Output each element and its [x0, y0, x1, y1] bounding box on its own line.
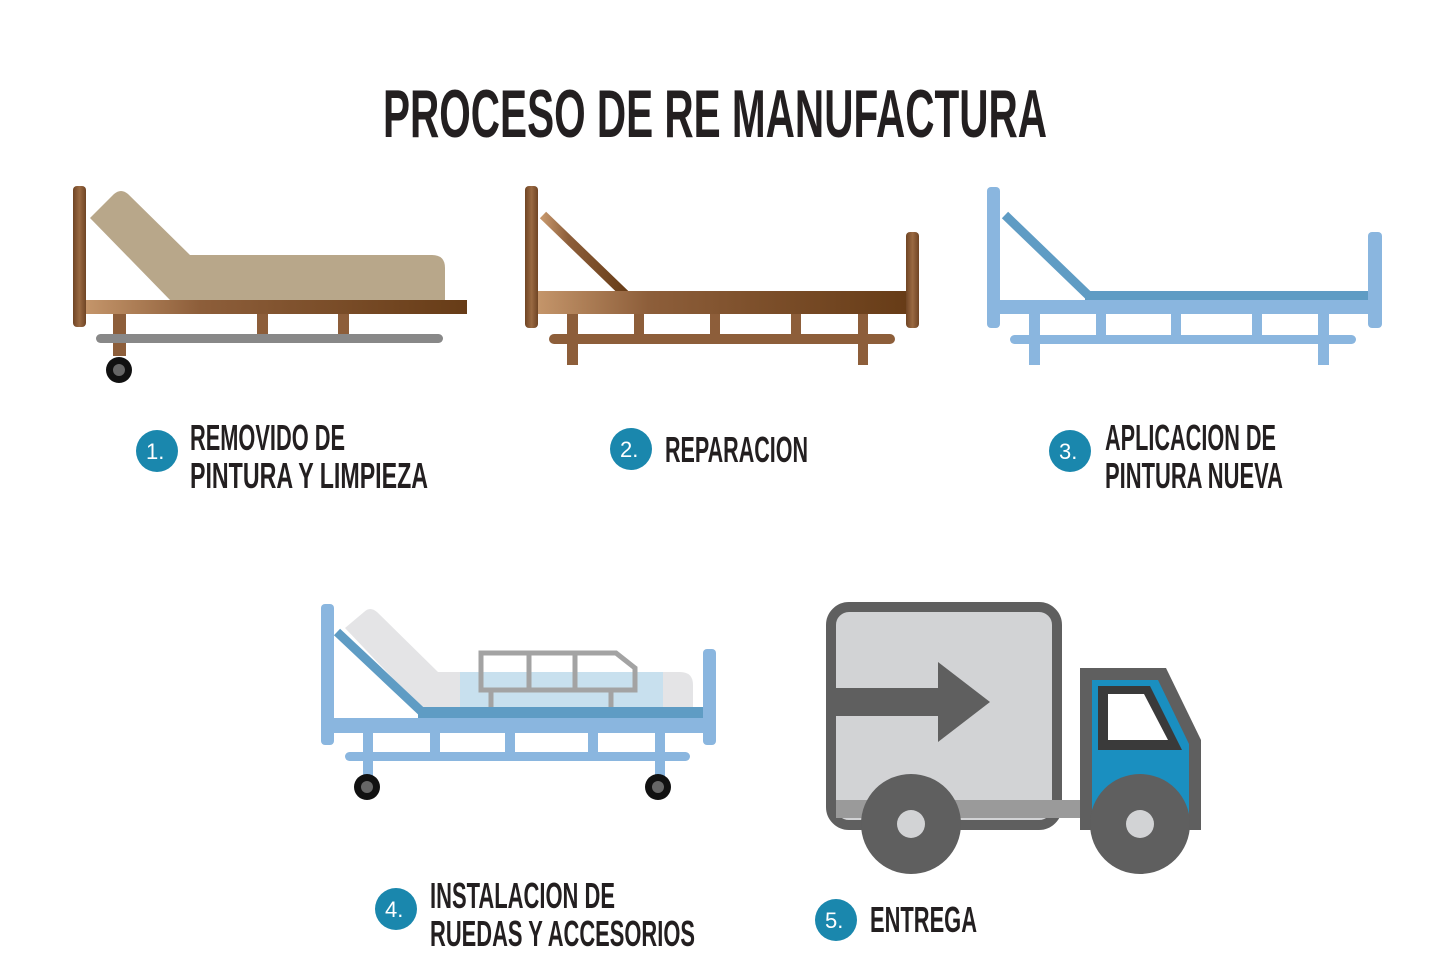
step-number: 1. [146, 439, 164, 464]
step-badge [610, 428, 652, 470]
step-number: 3. [1059, 439, 1077, 464]
delivery-truck-icon [826, 602, 1201, 874]
page-title: PROCESO DE RE MANUFACTURA [383, 76, 1047, 152]
step-title-line1: APLICACION DE [1105, 417, 1276, 458]
bed-frame-repaired-icon [525, 186, 919, 365]
step-badge [136, 430, 178, 472]
step-title-line1: INSTALACION DE [430, 875, 615, 916]
step-4-label: 4. INSTALACION DE RUEDAS Y ACCESORIOS [375, 875, 695, 954]
step-title-line2: RUEDAS Y ACCESORIOS [430, 913, 695, 954]
step-title-line2: PINTURA Y LIMPIEZA [190, 455, 428, 496]
side-rail-icon [478, 650, 638, 707]
step-title-line1: ENTREGA [870, 899, 977, 940]
step-5-label: 5. ENTREGA [815, 899, 977, 941]
step-number: 2. [620, 437, 638, 462]
step-badge [1049, 430, 1091, 472]
step-badge [375, 888, 417, 930]
step-title-line1: REPARACION [665, 429, 808, 470]
step-number: 5. [825, 908, 843, 933]
bed-stripped-icon [73, 186, 467, 383]
step-3-label: 3. APLICACION DE PINTURA NUEVA [1049, 417, 1283, 496]
step-title-line2: PINTURA NUEVA [1105, 455, 1283, 496]
bed-frame-painted-icon [987, 187, 1382, 365]
step-title-line1: REMOVIDO DE [190, 417, 345, 458]
hospital-bed-icon [321, 604, 716, 800]
step-1-label: 1. REMOVIDO DE PINTURA Y LIMPIEZA [136, 417, 428, 496]
step-badge [815, 899, 857, 941]
step-number: 4. [385, 897, 403, 922]
step-2-label: 2. REPARACION [610, 428, 808, 470]
